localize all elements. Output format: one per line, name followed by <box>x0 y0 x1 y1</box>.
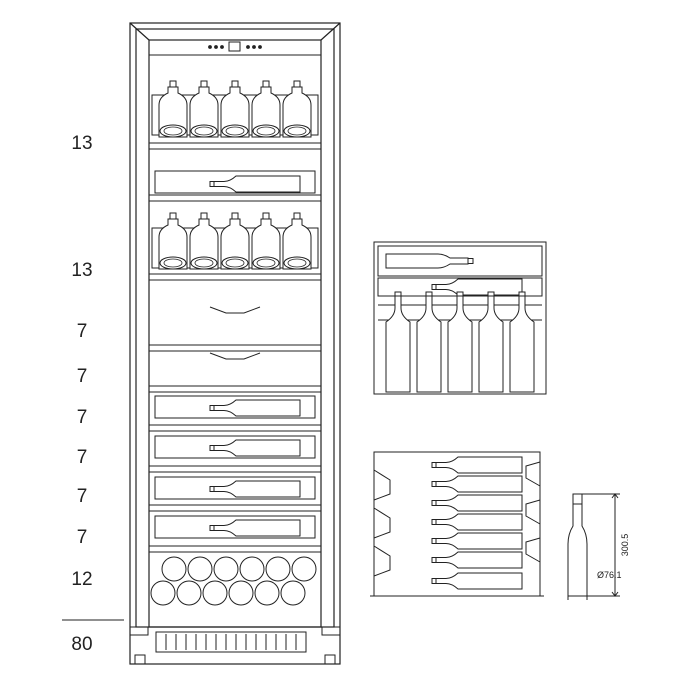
lying-shelves <box>154 395 316 539</box>
shelf-1-bottles <box>151 80 319 138</box>
detail-upper-shelf <box>373 241 547 395</box>
total-capacity-label: 80 <box>71 634 93 655</box>
bottle-diameter-label: Ø76.1 <box>597 570 622 580</box>
shelf-capacity-label: 7 <box>76 321 88 342</box>
control-panel <box>148 39 322 56</box>
shelf-capacity-label: 7 <box>76 486 88 507</box>
shelves <box>148 142 322 553</box>
bottle-height-label: 300.5 <box>620 534 630 557</box>
detail-drawer-shelves <box>370 451 544 597</box>
shelf-capacity-label: 12 <box>71 569 93 590</box>
shelf-capacity-label: 7 <box>76 366 88 387</box>
shelf-capacity-label: 7 <box>76 527 88 548</box>
drawers <box>209 306 261 360</box>
shelf-capacity-label: 13 <box>71 260 93 281</box>
shelf-capacity-label: 7 <box>76 407 88 428</box>
shelf-2-bottles <box>154 170 316 194</box>
shelf-capacity-label: 7 <box>76 447 88 468</box>
bottle-dimension-drawing <box>567 493 620 600</box>
bottom-shelf-bottles <box>150 556 317 606</box>
shelf-3-bottles <box>151 212 319 270</box>
base-grille <box>129 626 341 665</box>
shelf-capacity-label: 13 <box>71 133 93 154</box>
